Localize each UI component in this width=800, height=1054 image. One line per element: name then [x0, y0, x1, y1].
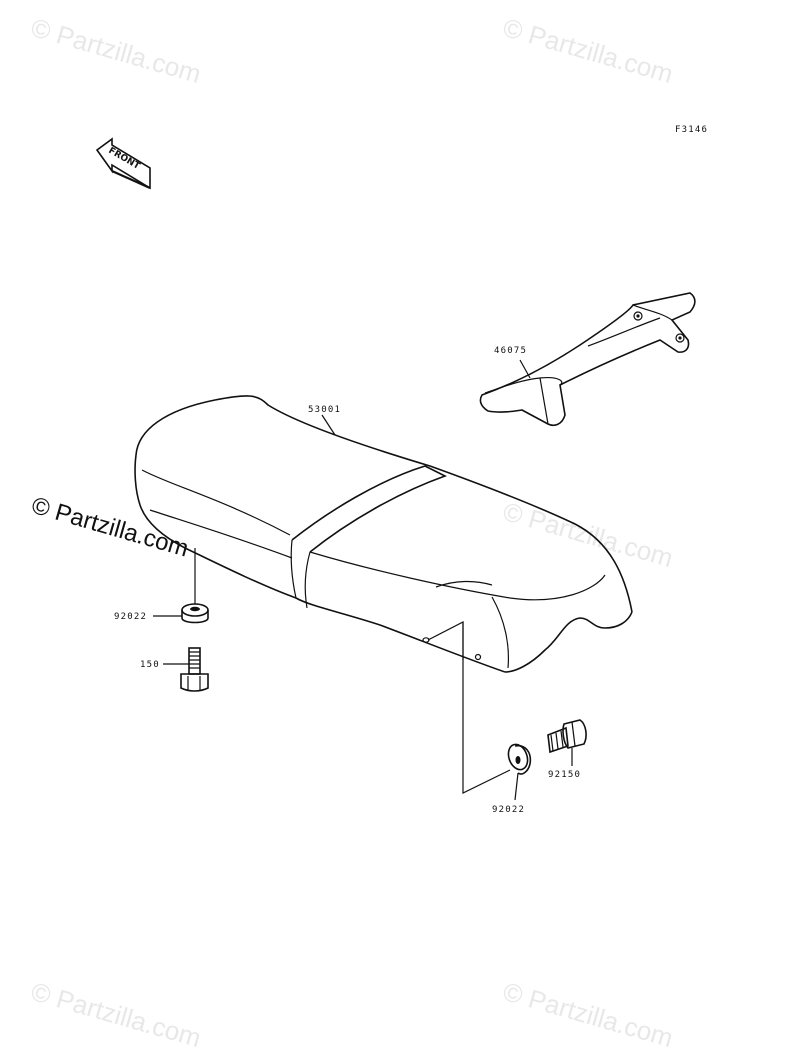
- diagram-code: F3146: [675, 125, 708, 135]
- seat-part: [134, 395, 633, 673]
- washer-left-part-number: 92022: [114, 612, 147, 622]
- seat-part-number: 53001: [308, 405, 341, 415]
- front-arrow-icon: FRONT: [95, 137, 151, 190]
- washer-left-part: [153, 548, 209, 624]
- right-mount-leaders: [427, 621, 511, 794]
- bolt-left-part: [163, 647, 209, 692]
- washer-right-part-number: 92022: [492, 805, 525, 815]
- bolt-right-part: [547, 719, 587, 766]
- grab-bar-part-number: 46075: [494, 346, 527, 356]
- bolt-left-part-number: 150: [140, 660, 160, 670]
- bolt-right-part-number: 92150: [548, 770, 581, 780]
- washer-right-part: [507, 743, 532, 801]
- grab-bar-part: [479, 292, 696, 427]
